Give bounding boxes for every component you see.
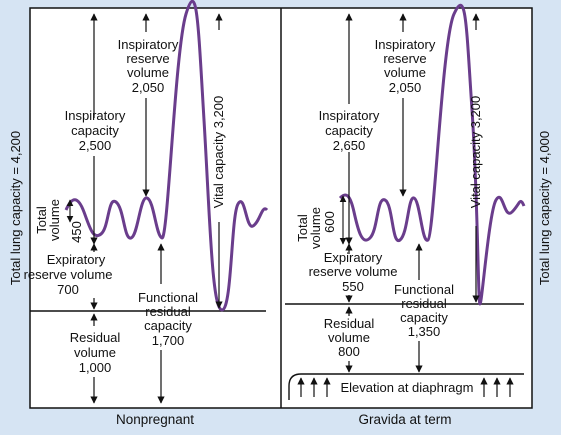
nonpregnant-residual-value: 1,000 (79, 360, 112, 375)
right-total-lung-capacity: Total lung capacity = 4,000 (537, 131, 552, 285)
nonpregnant-inspiratory-capacity-line2: capacity (71, 123, 119, 138)
nonpregnant-expiratory-reserve-line2: reserve volume (24, 267, 113, 282)
nonpregnant-inspiratory-capacity-line1: Inspiratory (65, 108, 126, 123)
term-inspiratory-reserve-value: 2,050 (389, 80, 422, 95)
term-expiratory-reserve-line2: reserve volume (309, 264, 398, 279)
nonpregnant-frc-line1: Functional (138, 290, 198, 305)
nonpregnant-tidal-value: 450 (69, 221, 84, 243)
term-vital-capacity-label: Vital capacity 3,200 (468, 96, 483, 209)
nonpregnant-frc-value: 1,700 (152, 333, 185, 348)
term-frc-line3: capacity (400, 310, 448, 325)
nonpregnant-vital-capacity-label: Vital capacity 3,200 (211, 96, 226, 209)
term-inspiratory-capacity-line2: capacity (325, 123, 373, 138)
term-residual-line2: volume (328, 330, 370, 345)
term-residual-value: 800 (338, 344, 360, 359)
term-inspiratory-capacity-line1: Inspiratory (319, 108, 380, 123)
nonpregnant-tidal-line2: volume (47, 199, 62, 241)
nonpregnant-inspiratory-reserve-line1: Inspiratory (118, 37, 179, 52)
term-diaphragm-line (288, 373, 524, 400)
nonpregnant-frc-line2: residual (145, 304, 191, 319)
nonpregnant-frc-line3: capacity (144, 318, 192, 333)
term-tidal-line2: volume (308, 207, 323, 249)
term-tidal-line1: Total (295, 214, 310, 242)
term-inspiratory-reserve-line3: volume (384, 65, 426, 80)
nonpregnant-residual-line2: volume (74, 345, 116, 360)
nonpregnant-caption: Nonpregnant (116, 412, 194, 427)
nonpregnant-spirogram-curve (64, 0, 269, 312)
term-expiratory-reserve-value: 550 (342, 279, 364, 294)
nonpregnant-inspiratory-reserve-value: 2,050 (132, 80, 165, 95)
nonpregnant-inspiratory-reserve-line3: volume (127, 65, 169, 80)
term-spirogram-curve (338, 3, 526, 306)
nonpregnant-residual-line1: Residual (70, 330, 121, 345)
nonpregnant-inspiratory-reserve-line2: reserve (126, 51, 169, 66)
nonpregnant-inspiratory-capacity-value: 2,500 (79, 138, 112, 153)
nonpregnant-tidal-line1: Total (34, 206, 49, 234)
term-inspiratory-reserve-line2: reserve (383, 51, 426, 66)
term-diaphragm-label: Elevation at diaphragm (341, 380, 474, 395)
term-frc-line1: Functional (394, 282, 454, 297)
term-frc-value: 1,350 (408, 324, 441, 339)
term-tidal-value: 600 (322, 211, 337, 233)
nonpregnant-expiratory-reserve-line1: Expiratory (47, 252, 106, 267)
term-residual-line1: Residual (324, 316, 375, 331)
term-frc-line2: residual (401, 296, 447, 311)
term-inspiratory-capacity-value: 2,650 (333, 138, 366, 153)
nonpregnant-expiratory-reserve-value: 700 (57, 282, 79, 297)
term-panel: Vital capacity 3,200 Total volume 600 In… (285, 3, 526, 400)
nonpregnant-panel: Vital capacity 3,200 Total volume 450 In… (24, 0, 269, 404)
term-expiratory-reserve-line1: Expiratory (324, 250, 383, 265)
term-caption: Gravida at term (358, 412, 451, 427)
term-diaphragm-arrows (297, 377, 514, 397)
left-total-lung-capacity: Total lung capacity = 4,200 (8, 131, 23, 285)
term-inspiratory-reserve-line1: Inspiratory (375, 37, 436, 52)
